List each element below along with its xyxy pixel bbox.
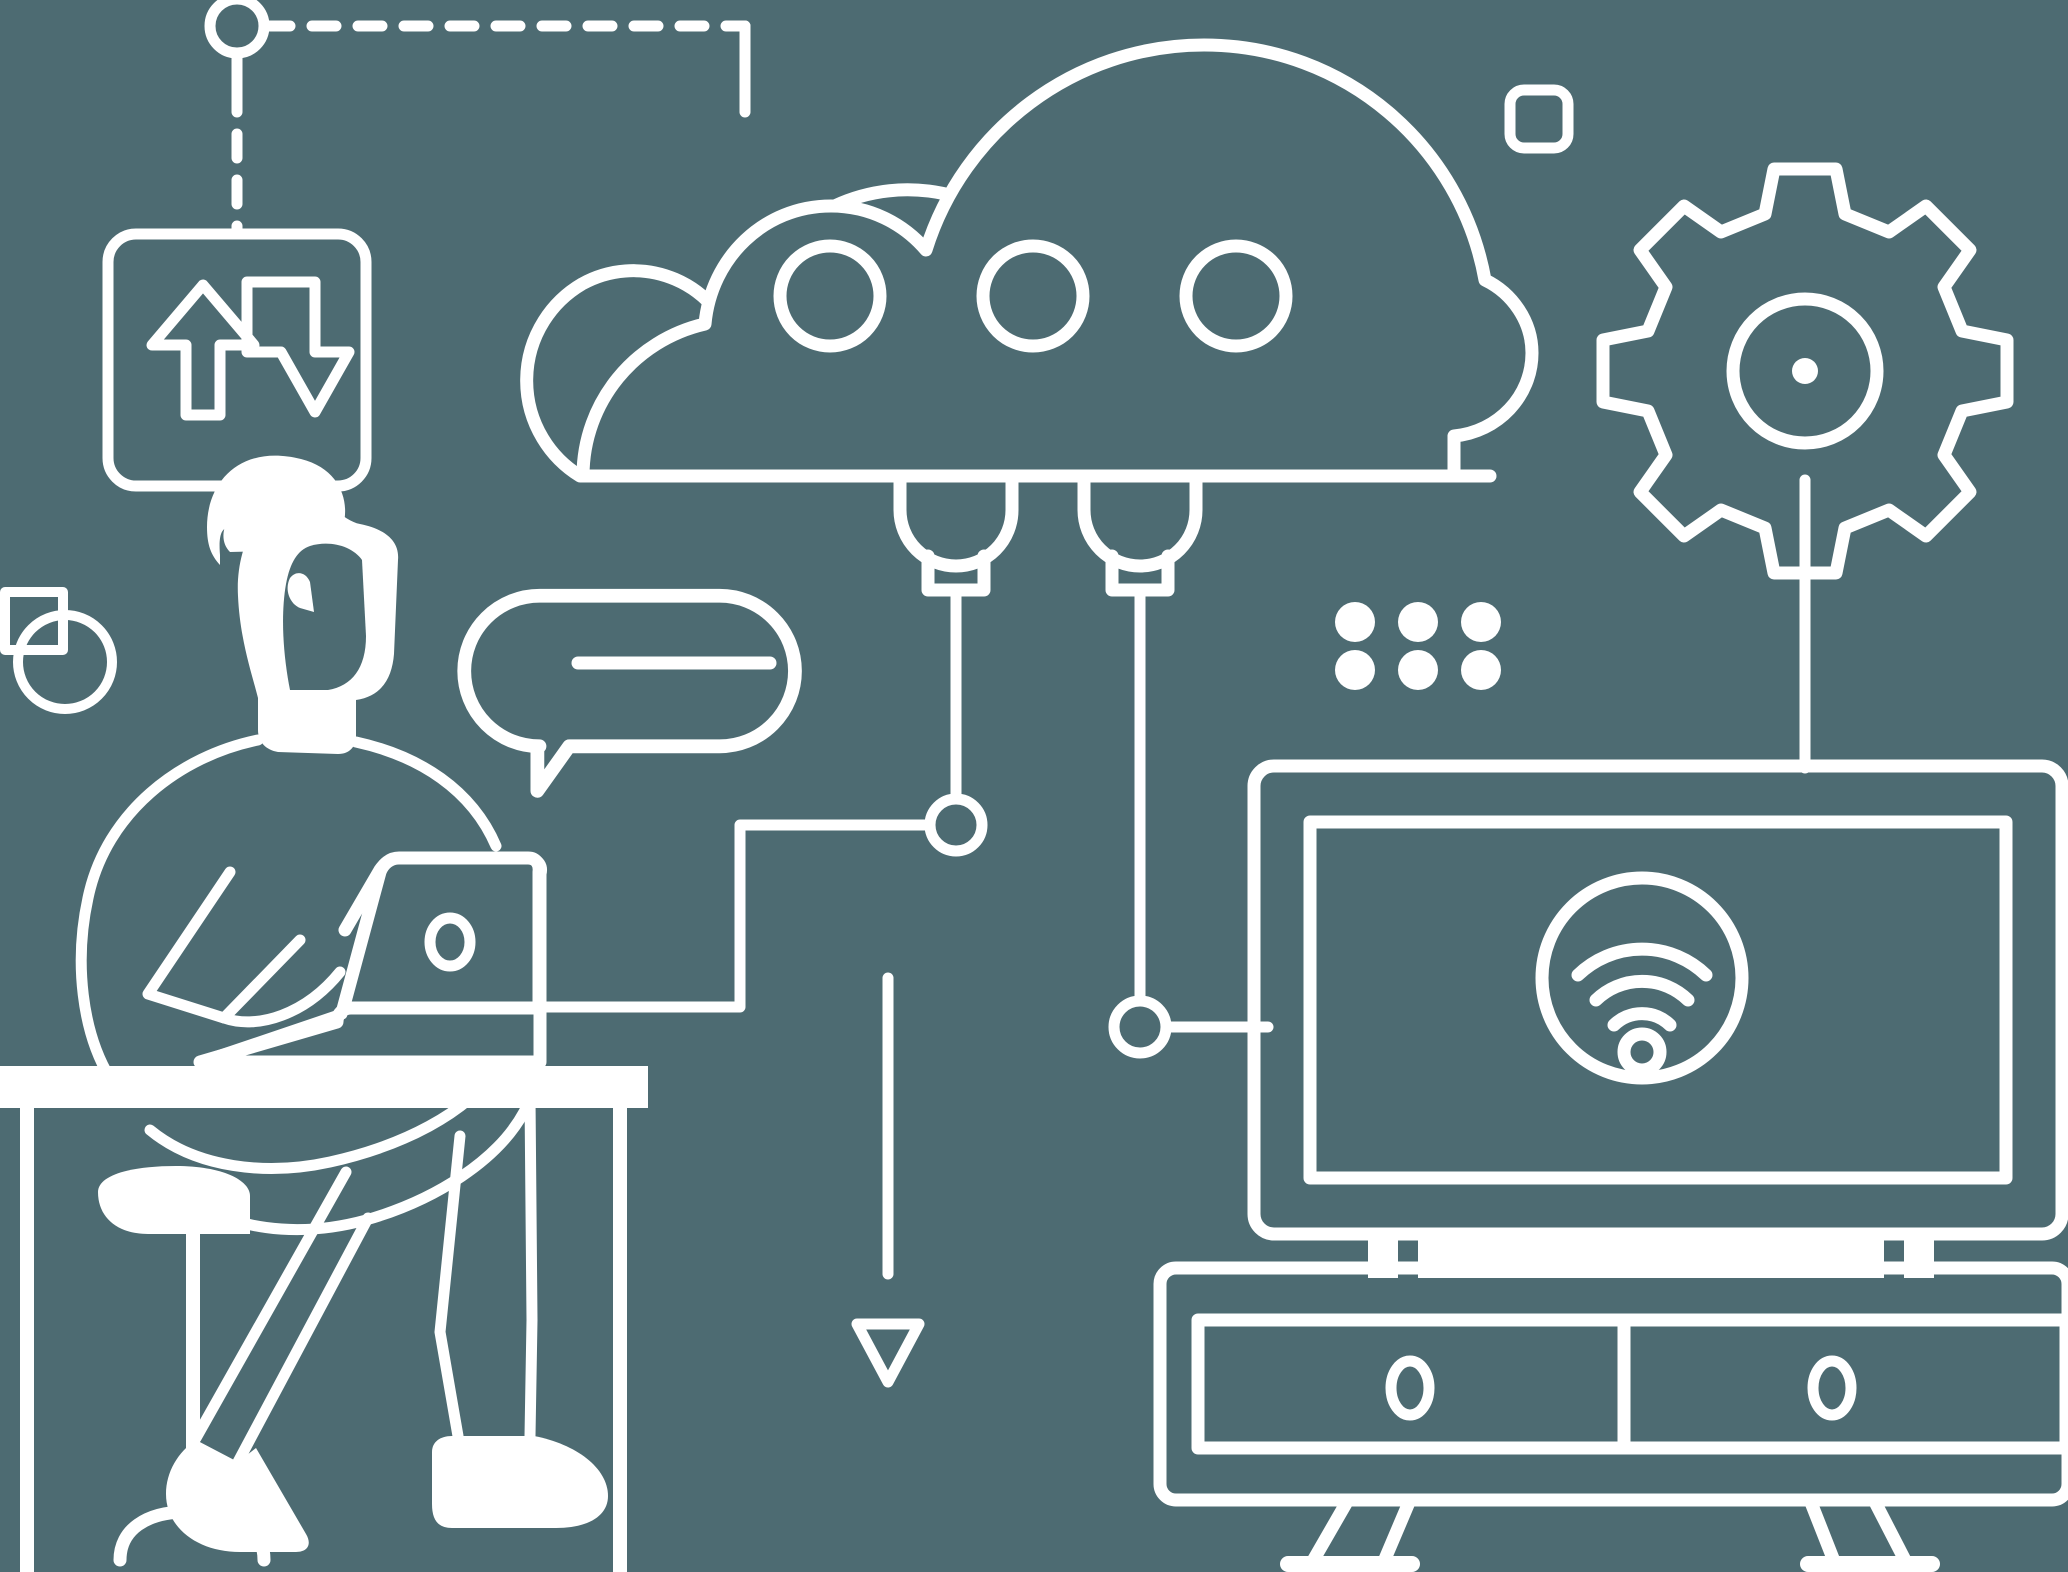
plug-left-cup xyxy=(893,469,1019,573)
cloud-dot-1 xyxy=(773,239,887,353)
gear-icon[interactable] xyxy=(1596,162,2014,580)
person-sweater-right xyxy=(350,736,502,852)
laptop-screen xyxy=(332,851,546,1031)
gear-inner-circle xyxy=(1726,292,1884,450)
cabinet-drawer-row xyxy=(1191,1313,2068,1455)
node-cloud-to-laptop xyxy=(924,793,988,857)
cabinet-body xyxy=(1153,1261,2068,1507)
stool-seat xyxy=(98,1166,250,1234)
wire-cloud-to-tv xyxy=(1108,995,1274,1059)
wifi-arc-inner xyxy=(1607,1007,1677,1032)
person-ear xyxy=(287,573,314,612)
grid-dot-1 xyxy=(1335,602,1375,642)
upload-download-badge[interactable] xyxy=(102,228,372,492)
laptop-logo-icon xyxy=(424,912,476,972)
cabinet-knob-right xyxy=(1807,1355,1857,1421)
wifi-icon-circle xyxy=(1535,871,1749,1085)
wifi-icon xyxy=(1535,871,1749,1085)
cabinet-leg-4 xyxy=(1867,1493,1915,1572)
person-shin-front-right xyxy=(232,1212,374,1468)
person-sweater-left xyxy=(75,734,264,1084)
stool-post xyxy=(186,1234,200,1530)
square-circle-overlap-decoration xyxy=(0,587,117,714)
stool-base xyxy=(113,1505,271,1567)
decoration-circle xyxy=(13,610,117,714)
person-shoe-front xyxy=(166,1440,309,1552)
small-rounded-square-decoration xyxy=(1504,84,1574,154)
cabinet-foot-left xyxy=(1280,1556,1420,1572)
grid-dot-6 xyxy=(1461,650,1501,690)
grid-dot-3 xyxy=(1461,602,1501,642)
cabinet-foot-right xyxy=(1800,1556,1940,1572)
download-arrow-indicator xyxy=(851,972,925,1388)
cabinet-knob-left xyxy=(1385,1355,1435,1421)
smart-tv[interactable] xyxy=(1247,759,2068,1278)
cabinet-leg-2 xyxy=(1375,1493,1417,1572)
wifi-arc-middle xyxy=(1589,974,1695,1007)
desk-top xyxy=(0,1066,648,1108)
person-shin-back-right xyxy=(524,1092,538,1442)
wifi-dot xyxy=(1617,1027,1667,1077)
cloud-dot-3 xyxy=(1179,239,1293,353)
desk xyxy=(0,1066,648,1572)
cloud-shape xyxy=(520,38,1539,483)
desk-leg-right xyxy=(613,1108,627,1572)
tv-outer-frame xyxy=(1247,759,2068,1241)
person-arm xyxy=(142,866,306,1024)
dashed-connector-line xyxy=(204,0,751,238)
speech-bubble-outline xyxy=(457,588,802,798)
person-forearm xyxy=(218,966,346,1028)
tv-screen xyxy=(1303,815,2013,1185)
gear-teeth-outline xyxy=(1596,162,2014,580)
cabinet-leg-3 xyxy=(1803,1493,1843,1572)
wire-laptop-path xyxy=(539,819,936,1013)
laptop[interactable] xyxy=(193,851,547,1069)
tv-cabinet[interactable] xyxy=(1153,1261,2068,1572)
plug-right-cup xyxy=(1077,469,1203,573)
wifi-arc-outer xyxy=(1571,942,1713,982)
arrow-down-icon xyxy=(241,276,355,418)
arrow-up-icon xyxy=(146,279,260,421)
person-shin-back-left xyxy=(434,1130,466,1442)
gear-center-dot xyxy=(1792,358,1818,384)
node-cloud-to-tv xyxy=(1108,995,1172,1059)
cloud-plug-left xyxy=(893,469,1019,824)
badge-rounded-square xyxy=(102,228,372,492)
wire-cloud-to-laptop xyxy=(539,793,988,1013)
cloud-dot-2 xyxy=(976,239,1090,353)
cabinet-leg-1 xyxy=(1303,1493,1355,1572)
desk-leg-left xyxy=(20,1108,34,1572)
node-dashed-origin xyxy=(204,0,270,59)
dot-grid-decoration xyxy=(1335,602,1501,690)
grid-dot-5 xyxy=(1398,650,1438,690)
stool xyxy=(98,1166,271,1567)
cloud-body xyxy=(576,38,1539,483)
decoration-square xyxy=(0,587,68,655)
person-face xyxy=(283,543,366,690)
grid-dot-4 xyxy=(1335,650,1375,690)
grid-dot-2 xyxy=(1398,602,1438,642)
speech-bubble xyxy=(457,588,802,798)
cloud-plug-right xyxy=(1077,469,1203,1026)
person-shoe-back xyxy=(432,1436,608,1528)
laptop-keyboard-edge xyxy=(194,1008,348,1068)
person-shin-front-left xyxy=(190,1166,352,1444)
arrow-triangle-head-icon xyxy=(851,1318,925,1388)
laptop-base xyxy=(193,1001,547,1069)
